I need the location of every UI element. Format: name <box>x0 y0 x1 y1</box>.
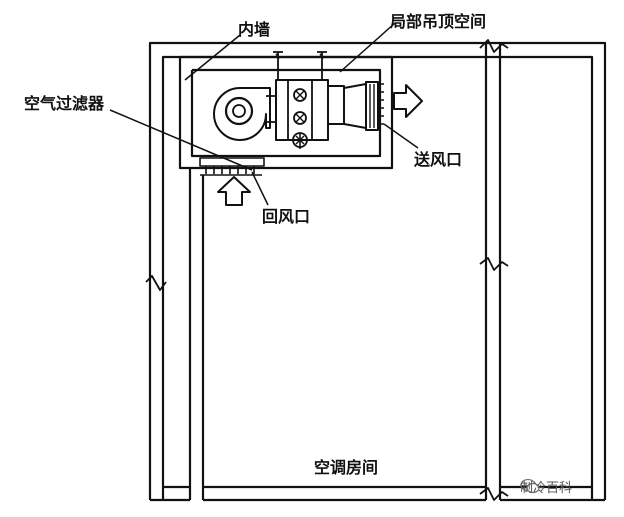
break-mark-left <box>145 275 167 291</box>
fan-scroll <box>213 87 271 141</box>
supply-arrow <box>393 84 423 118</box>
break-mark-mid <box>479 257 509 271</box>
hangers <box>273 51 327 80</box>
leader-ceiling-space <box>339 22 396 73</box>
fan-hub <box>232 104 246 118</box>
leader-inner-wall <box>184 34 241 81</box>
leader-lines <box>109 22 419 206</box>
ceiling-box-outer <box>178 57 394 170</box>
label-supply-outlet: 送风口 <box>414 150 463 169</box>
break-mark-bottom <box>479 487 509 501</box>
watermark: 制冷百科 <box>520 478 572 496</box>
watermark-text: 制冷百科 <box>520 480 573 496</box>
wechat-icon <box>520 478 540 494</box>
label-inner-wall: 内墙 <box>238 20 271 39</box>
partition-wall <box>484 43 502 500</box>
label-return-inlet: 回风口 <box>262 207 311 226</box>
supply-duct <box>343 81 384 131</box>
fan-unit <box>213 87 276 141</box>
leader-air-filter <box>109 109 253 171</box>
label-air-filter: 空气过滤器 <box>24 94 105 113</box>
fan-wheel <box>224 96 254 126</box>
break-mark-top <box>479 39 509 53</box>
air-filter <box>199 157 265 176</box>
outer-wall-outer <box>148 41 607 500</box>
leader-supply-outlet <box>383 123 419 149</box>
label-ceiling-space: 局部吊顶空间 <box>390 12 487 31</box>
coil-block <box>275 79 345 149</box>
inner-wall-left <box>188 168 205 500</box>
return-arrow <box>217 176 251 206</box>
leader-return-inlet <box>251 171 269 206</box>
ceiling-box-inner <box>190 68 382 158</box>
label-ac-room: 空调房间 <box>314 458 379 477</box>
